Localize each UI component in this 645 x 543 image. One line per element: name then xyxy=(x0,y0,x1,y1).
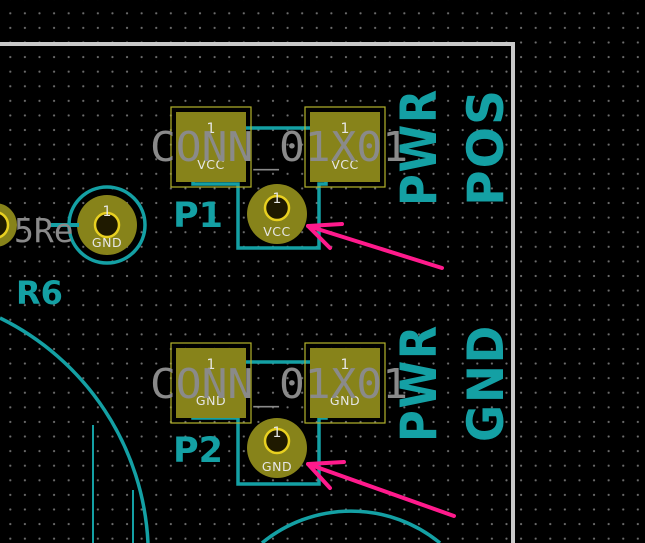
p2-smd-pad-left-number: 1 xyxy=(207,357,216,373)
r6-pad-net: GND xyxy=(92,235,122,250)
p1-fab-frame-right xyxy=(304,106,386,188)
p1-smd-pad-right[interactable] xyxy=(310,112,380,182)
p1-smd-pad-right-net: VCC xyxy=(331,157,359,172)
p2-power-label: PWR GND xyxy=(390,324,515,442)
p2-reference-text: P2 xyxy=(173,431,223,471)
p1-smd-pad-left[interactable] xyxy=(176,112,246,182)
p1-th-pad-hole xyxy=(263,194,291,222)
p2-value-text: CONN_01X01 xyxy=(150,360,408,408)
r6-pad-number: 1 xyxy=(103,204,112,220)
p1-power-label: PWR POS xyxy=(390,88,515,206)
r6-left-pad-hole xyxy=(0,211,10,239)
footprint-p2[interactable]: 1 GND 1 GND 1 GND CONN_01X01 P2 xyxy=(150,342,408,486)
large-circle-outline xyxy=(0,316,150,543)
p2-smd-pad-right[interactable] xyxy=(310,348,380,418)
p2-th-pad-number: 1 xyxy=(273,425,282,441)
p2-smd-pad-right-net: GND xyxy=(330,393,360,408)
p1-smd-pad-left-net: VCC xyxy=(197,157,225,172)
bottom-circle-outline xyxy=(260,509,442,543)
p1-power-label-line2: POS xyxy=(457,88,515,206)
p1-smd-pad-right-number: 1 xyxy=(341,121,350,137)
footprint-p1[interactable]: 1 VCC 1 VCC 1 VCC CONN_01X01 P1 xyxy=(150,106,408,250)
p1-power-label-line1: PWR xyxy=(390,88,448,206)
p1-value-text: CONN_01X01 xyxy=(150,123,408,171)
board-edge-outline[interactable] xyxy=(0,42,515,543)
p1-fab-frame-left xyxy=(170,106,252,188)
arrow-p2-icon xyxy=(306,460,456,518)
arrow-p1-icon xyxy=(306,222,444,270)
r6-reference-text: R6 xyxy=(16,274,63,312)
p2-power-label-line1: PWR xyxy=(390,324,448,442)
r6-value-text: 5Re xyxy=(14,211,74,250)
p1-smd-pad-left-number: 1 xyxy=(207,121,216,137)
p2-smd-pad-left[interactable] xyxy=(176,348,246,418)
p2-th-pad-hole xyxy=(263,427,291,455)
footprint-r6[interactable]: 5Re 1 GND R6 xyxy=(0,185,147,312)
p2-smd-pad-right-number: 1 xyxy=(341,357,350,373)
p1-reference-text: P1 xyxy=(173,196,223,236)
r6-pad-hole xyxy=(93,211,121,239)
p2-th-pad-net: GND xyxy=(262,459,292,474)
p1-th-pad-number: 1 xyxy=(273,191,282,207)
p2-power-label-line2: GND xyxy=(457,324,515,442)
p2-fab-frame-left xyxy=(170,342,252,424)
p2-smd-pad-left-net: GND xyxy=(196,393,226,408)
p2-fab-frame-right xyxy=(304,342,386,424)
p1-th-pad-net: VCC xyxy=(263,224,291,239)
